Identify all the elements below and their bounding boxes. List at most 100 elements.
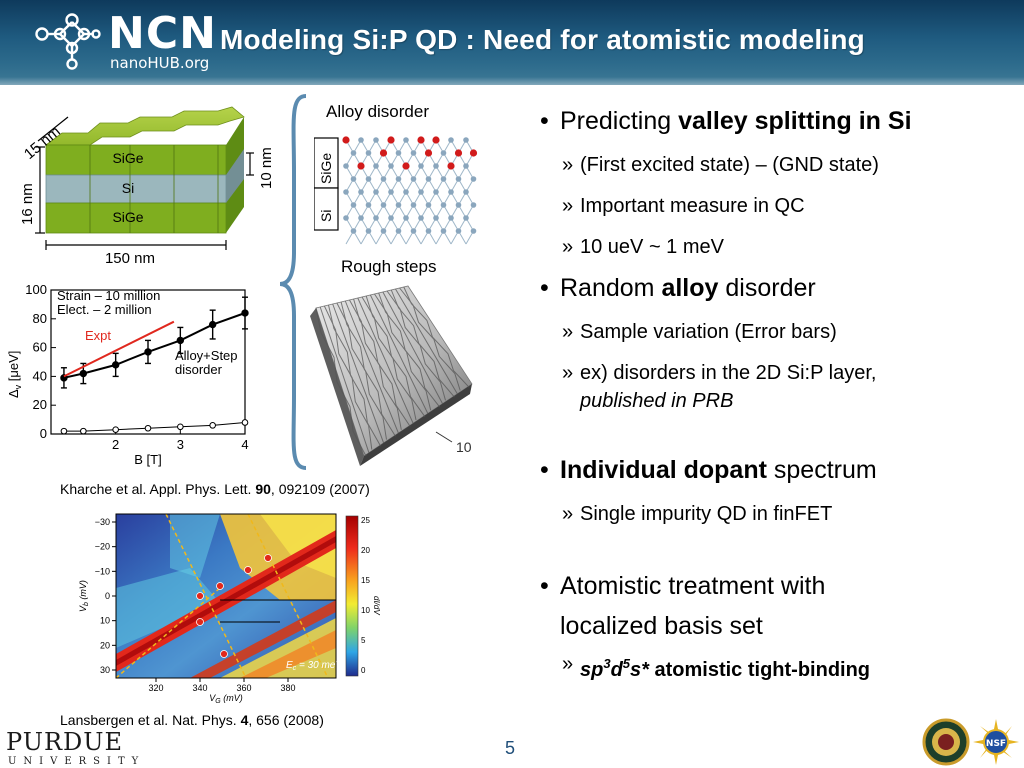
lattice-atom [343,163,349,169]
colormap-xtick: 360 [236,683,251,693]
colorbar-tick: 0 [361,666,366,675]
brace [279,94,307,470]
sub-bullet: »Sample variation (Error bars) [562,321,837,343]
lattice-atom [410,228,417,234]
dim-width: 150 nm [105,250,155,267]
plot-ytick: 40 [33,368,47,383]
lattice-atom [410,202,417,208]
plot-point [176,336,185,345]
slide-header: NCN nanoHUB.org Modeling Si:P QD : Need … [0,0,1024,85]
lattice-atom [418,189,424,195]
lattice-atom [388,163,394,169]
plot-ytick: 100 [25,282,47,297]
lattice-atom [433,215,439,221]
plot-point [209,422,216,429]
lattice-atom [410,176,417,182]
lattice-atom [425,176,432,182]
lattice-atom [447,162,455,170]
lattice-atom [388,189,394,195]
lattice-atom [424,149,433,157]
lattice-atom [395,202,402,208]
lattice-atom [380,228,387,234]
rough-tick: 10 [456,439,472,455]
lattice-atom [425,202,432,208]
lattice-atom [469,149,478,157]
lattice-atom [365,202,372,208]
colormap-ytick: 20 [100,640,110,650]
alloy-label-si: Si [318,210,334,222]
colorbar-label: dI/dV [372,596,381,615]
svg-text:NSF: NSF [986,739,1006,749]
lattice-atom [440,202,447,208]
alloy-title: Alloy disorder [326,102,429,121]
bullet-list: •Predicting valley splitting in Si »(Fir… [540,104,1010,684]
plot-point [144,348,152,356]
lattice-atom [395,176,402,182]
colorbar [345,515,359,677]
bullet-valley: •Predicting valley splitting in Si [540,107,912,135]
alloy-label-sige: SiGe [318,153,334,184]
plot-xtick: 4 [241,437,248,452]
dim-mid: 10 nm [258,147,275,189]
plot-legend-strain: Strain – 10 million [57,288,160,303]
lattice-atom [448,215,454,221]
lattice-atom [463,189,469,195]
sub-bullet: »Single impurity QD in finFET [562,503,833,525]
lattice-atom [395,150,402,156]
molecule-logo-icon [35,13,101,70]
logo-word: NCN [108,8,217,59]
plot-ytick: 80 [33,311,47,326]
lattice-atom [342,136,350,144]
lattice-atom [417,136,425,144]
lattice-atom [433,189,439,195]
lattice-atom [470,202,477,208]
lattice-atom [448,137,454,143]
plot-annot-2: disorder [175,362,223,377]
lattice-atom [403,189,409,195]
plot-series-line [63,422,246,432]
page-title: Modeling Si:P QD : Need for atomistic mo… [220,24,865,55]
layer-label-si: Si [122,180,134,196]
lattice-atom [365,228,372,234]
lattice-atom [455,228,462,234]
lattice-atom [343,189,349,195]
alloy-lattice: SiGe Si [314,136,478,245]
lattice-atom [403,215,409,221]
plot-annot-1: Alloy+Step [175,348,238,363]
colormap-xtick: 380 [280,683,295,693]
bullet-alloy: •Random alloy disorder [540,274,816,302]
lattice-atom [358,189,364,195]
plot-ytick: 60 [33,340,47,355]
plot-point [60,427,68,435]
plot-xlabel: B [T] [134,452,161,467]
colorbar-tick: 15 [361,576,370,585]
lattice-atom [403,137,409,143]
lattice-atom [470,228,477,234]
plot-point [79,369,88,378]
bullet-dopant: •Individual dopant spectrum [540,456,877,484]
plot-point [177,423,184,431]
lattice-atom [358,137,364,143]
plot-xtick: 2 [112,437,119,452]
lattice-atom [440,228,447,234]
plot-point [208,320,217,329]
lattice-atom [350,202,357,208]
lattice-atoms [342,136,478,245]
colorbar-tick: 5 [361,636,366,645]
sub-bullet: »(First excited state) – (GND state) [562,154,879,176]
colormap-xtick: 340 [192,683,207,693]
plot-series-line [63,320,175,378]
colormap-ytick: −10 [95,566,110,576]
lattice-atom [463,215,469,221]
lattice-atom [454,149,463,157]
lattice-atom [448,189,454,195]
layer-diagram: SiGe Si SiGe 15 nm 16 nm 10 nm 150 nm [19,106,275,267]
plot-point [80,427,87,435]
lattice-atom [440,150,447,156]
plot-point [241,309,249,317]
layer-top-face [44,106,245,146]
lattice-atom [410,150,417,156]
